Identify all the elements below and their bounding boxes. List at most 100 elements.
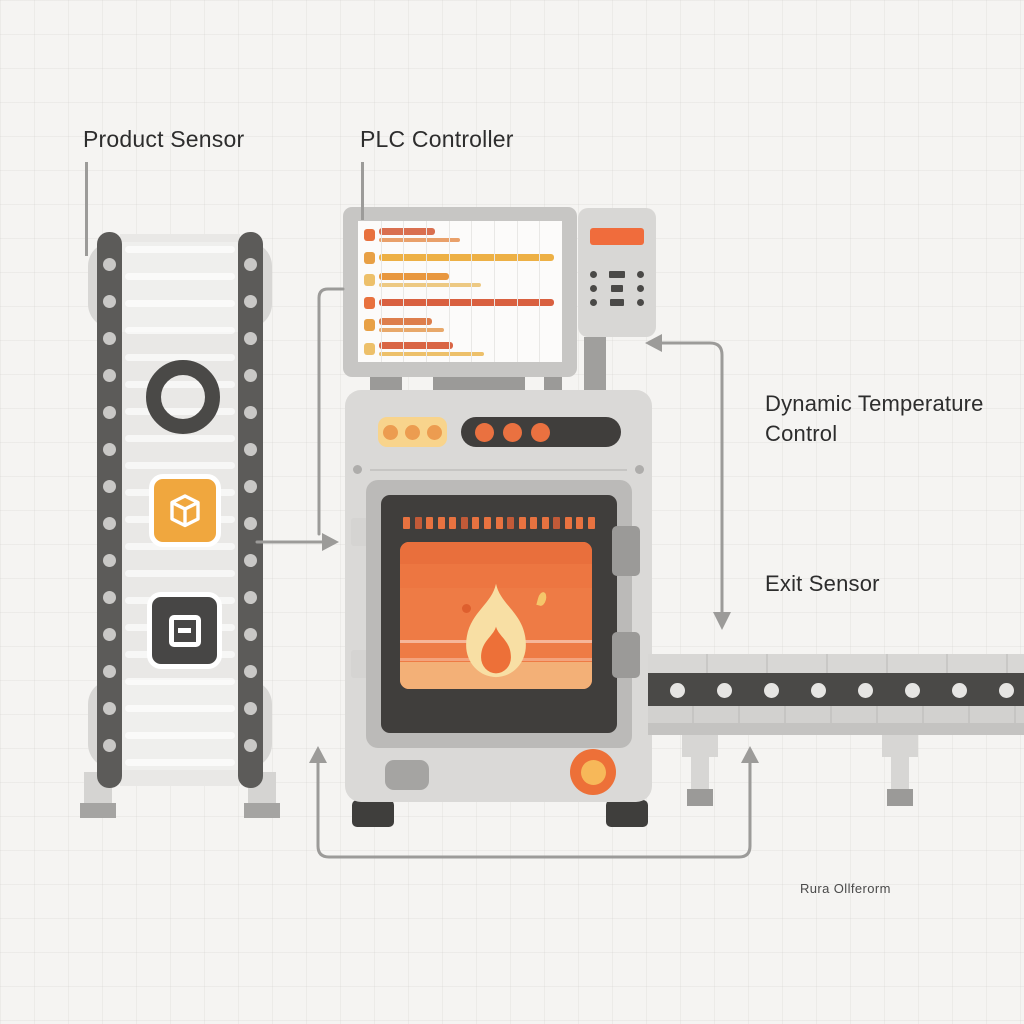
vent-slot bbox=[426, 517, 434, 529]
oven-knob-center bbox=[580, 759, 606, 785]
rail-dot bbox=[103, 739, 116, 752]
oven-vents bbox=[403, 517, 595, 529]
entry-rail-right bbox=[238, 232, 263, 788]
keypad-dot bbox=[637, 284, 644, 292]
plc-row-icon bbox=[364, 229, 375, 241]
exit-conveyor-foot bbox=[687, 789, 713, 806]
door-latch bbox=[612, 526, 640, 576]
vent-slot bbox=[437, 517, 445, 529]
rail-dot bbox=[244, 258, 257, 271]
monitor-leg bbox=[370, 377, 402, 392]
vent-slot bbox=[495, 517, 503, 529]
screen-grid-line bbox=[380, 221, 382, 362]
plc-row-icon bbox=[364, 274, 375, 287]
plc-bar bbox=[379, 318, 432, 326]
plc-bar-group bbox=[379, 341, 554, 356]
rail-dot bbox=[244, 628, 257, 641]
oven-indicator-pill-dark bbox=[461, 417, 621, 447]
belt-highlight bbox=[120, 680, 240, 770]
exit-conveyor-stem bbox=[891, 757, 909, 791]
belt-stripe bbox=[125, 327, 235, 334]
rail-dot bbox=[244, 702, 257, 715]
keypad-dot-column bbox=[590, 270, 597, 306]
box-cube-icon bbox=[170, 493, 200, 527]
keypad-key bbox=[609, 270, 625, 278]
rail-dot bbox=[103, 258, 116, 271]
vent-slot bbox=[553, 517, 561, 529]
exit-roller bbox=[999, 683, 1014, 698]
rail-dot bbox=[103, 628, 116, 641]
rail-dot bbox=[103, 554, 116, 567]
plc-bar bbox=[379, 254, 554, 262]
plc-bar-group bbox=[379, 254, 554, 262]
box-slot-icon bbox=[168, 614, 201, 647]
screw-icon bbox=[635, 465, 644, 474]
screen-grid-line bbox=[539, 221, 541, 362]
exit-conveyor-foot bbox=[887, 789, 913, 806]
plc-controller-label: PLC Controller bbox=[360, 126, 514, 152]
spark-dot bbox=[462, 604, 471, 613]
oven-window bbox=[400, 542, 592, 689]
rail-dot bbox=[103, 591, 116, 604]
exit-sensor-label: Exit Sensor bbox=[765, 571, 880, 596]
panel-post bbox=[584, 337, 606, 393]
plc-row bbox=[364, 251, 554, 264]
entry-rail-left bbox=[97, 232, 122, 788]
plc-controller-leader-line bbox=[361, 162, 364, 220]
product-orange-box bbox=[149, 474, 221, 547]
indicator-dot bbox=[503, 422, 522, 442]
vent-slot bbox=[460, 517, 468, 529]
keypad-dot bbox=[590, 270, 597, 278]
indicator-dot bbox=[383, 424, 398, 440]
plc-row-icon bbox=[364, 296, 375, 309]
rail-dot bbox=[244, 406, 257, 419]
screen-grid-line bbox=[448, 221, 450, 362]
panel-keypad bbox=[590, 260, 644, 316]
rail-dot bbox=[244, 554, 257, 567]
rail-dot bbox=[244, 665, 257, 678]
entry-conveyor-right-foot bbox=[244, 803, 280, 818]
belt-stripe bbox=[125, 354, 235, 361]
belt-stripe bbox=[125, 273, 235, 280]
plc-row bbox=[364, 318, 554, 333]
rail-dot bbox=[103, 665, 116, 678]
belt-stripe bbox=[125, 300, 235, 307]
rail-dot bbox=[103, 332, 116, 345]
belt-stripe bbox=[125, 462, 235, 469]
indicator-dot bbox=[427, 424, 442, 440]
plc-row-icon bbox=[364, 319, 375, 332]
arrowhead-down-icon bbox=[713, 612, 731, 630]
plc-bar bbox=[379, 328, 444, 333]
exit-belt-low-rail bbox=[648, 723, 1024, 735]
plc-screen bbox=[358, 221, 562, 362]
vent-slot bbox=[576, 517, 584, 529]
product-dark-box bbox=[147, 592, 222, 669]
rail-dot bbox=[244, 295, 257, 308]
screen-grid-line bbox=[494, 221, 495, 362]
rail-dot bbox=[244, 332, 257, 345]
rail-dot bbox=[244, 443, 257, 456]
exit-roller bbox=[670, 683, 685, 698]
plc-bar bbox=[379, 238, 460, 242]
plc-bar-group bbox=[379, 299, 554, 307]
plc-bar bbox=[379, 273, 449, 281]
monitor-leg bbox=[433, 377, 525, 392]
screen-grid-line bbox=[403, 221, 405, 362]
keypad-dot bbox=[590, 284, 597, 292]
keypad-dot bbox=[590, 298, 597, 306]
keypad-key bbox=[611, 284, 623, 292]
vent-slot bbox=[588, 517, 595, 529]
belt-highlight bbox=[120, 242, 240, 332]
plc-row-icon bbox=[364, 342, 375, 355]
plc-row bbox=[364, 341, 554, 356]
window-stripe bbox=[400, 542, 592, 564]
plc-row bbox=[364, 296, 554, 309]
product-sensor-leader-line bbox=[85, 162, 88, 256]
rail-dot bbox=[103, 480, 116, 493]
oven-handle bbox=[385, 760, 429, 790]
arrowhead-up-icon bbox=[309, 746, 327, 763]
keypad-key bbox=[610, 298, 624, 306]
plc-bar bbox=[379, 299, 554, 307]
keypad-dot-column bbox=[637, 270, 644, 306]
arrowhead-right-icon bbox=[322, 533, 339, 551]
